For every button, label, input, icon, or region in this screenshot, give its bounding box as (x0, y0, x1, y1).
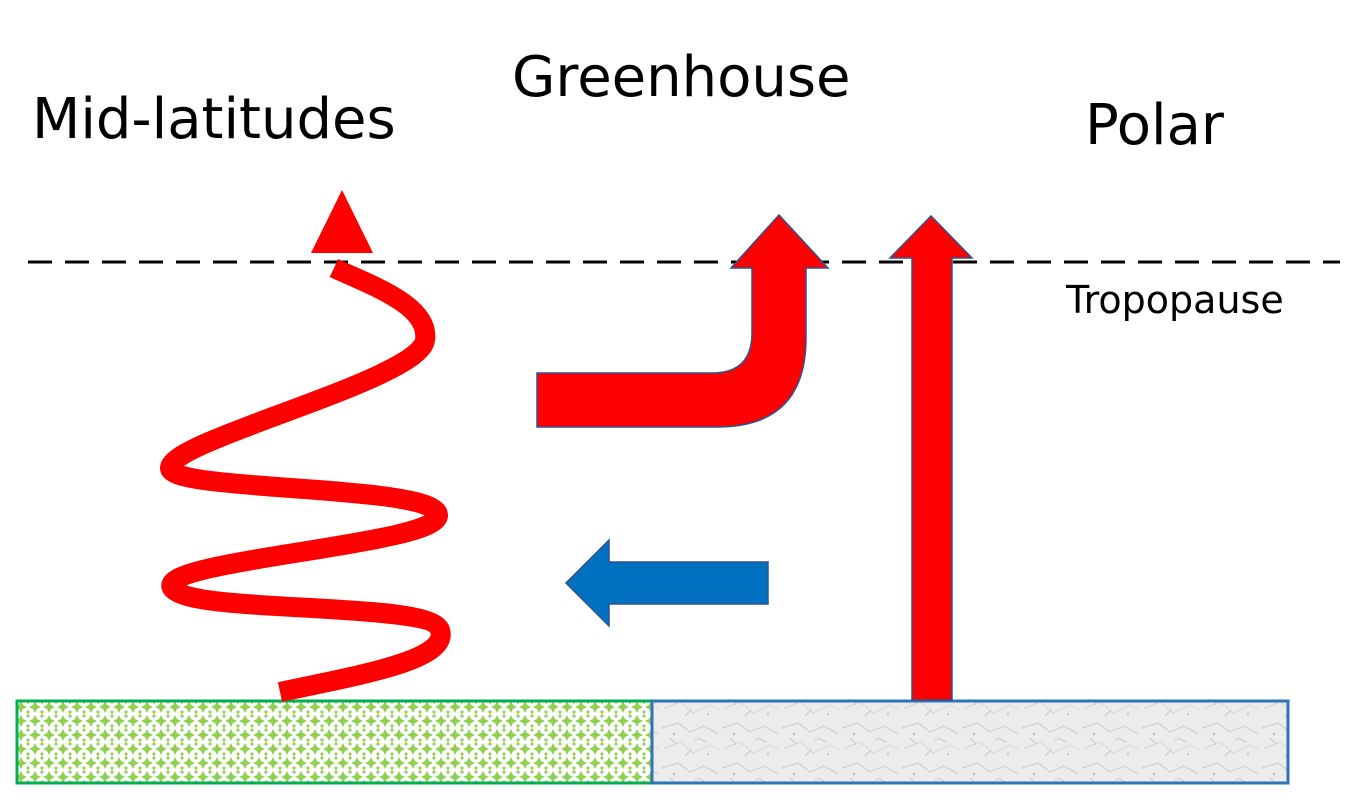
polar-label: Polar (1085, 93, 1224, 158)
bent-heat-arrow-icon (536, 213, 830, 428)
ice-surface (650, 699, 1290, 785)
tropopause-label: Tropopause (1066, 278, 1284, 322)
straight-heat-arrow-icon (888, 214, 974, 701)
greenhouse-label: Greenhouse (512, 45, 851, 110)
vegetation-surface (15, 699, 655, 785)
wavy-heat-arrow-icon (159, 190, 451, 702)
cold-advection-arrow-icon (564, 538, 769, 628)
mid-latitudes-label: Mid-latitudes (32, 87, 396, 152)
